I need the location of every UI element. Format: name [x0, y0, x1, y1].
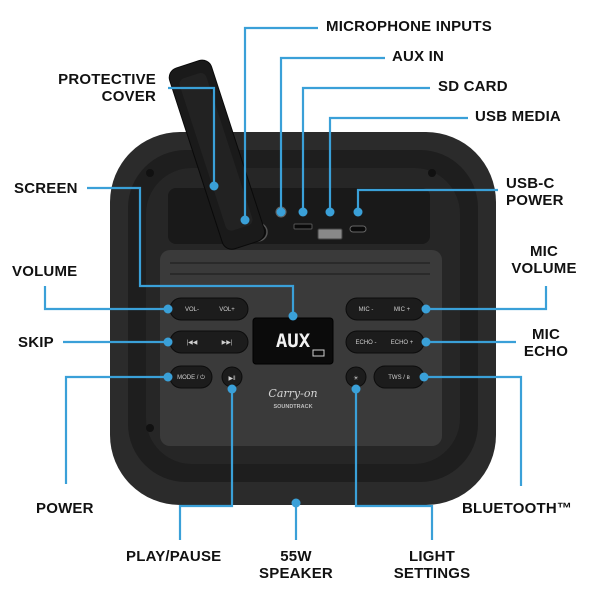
- label-usb-media: USB MEDIA: [475, 108, 561, 125]
- usbc-power-port: [349, 225, 367, 233]
- mic-up-button[interactable]: MIC +: [394, 307, 411, 313]
- callout-screen: [87, 186, 295, 316]
- echo-down-button[interactable]: ECHO -: [356, 340, 377, 346]
- label-mic-echo-line2: ECHO: [523, 343, 569, 360]
- label-speaker: 55W SPEAKER: [246, 548, 346, 582]
- screw: [146, 169, 154, 177]
- callout-aux-in: [279, 56, 385, 212]
- label-protective-cover-line2: COVER: [101, 88, 156, 105]
- label-usbc-power-line2: POWER: [506, 192, 564, 209]
- label-speaker-line1: 55W: [280, 548, 312, 565]
- battery-icon: [312, 349, 325, 357]
- volume-button-group: [169, 297, 249, 321]
- label-mic-volume: MIC VOLUME: [500, 243, 588, 277]
- sd-card-slot: [293, 223, 313, 230]
- callout-light-settings: [354, 389, 434, 540]
- label-light-settings-line1: LIGHT: [409, 548, 455, 565]
- echo-up-button[interactable]: ECHO +: [391, 340, 414, 346]
- callout-protective-cover: [168, 86, 216, 186]
- label-light-settings: LIGHT SETTINGS: [380, 548, 484, 582]
- label-mic-volume-line2: VOLUME: [511, 260, 577, 277]
- callout-lines: [43, 26, 548, 540]
- brand-logo-script: Carry-on: [268, 387, 317, 400]
- label-skip: SKIP: [18, 334, 54, 351]
- label-light-settings-line2: SETTINGS: [393, 565, 471, 582]
- callout-usbc-power: [356, 188, 498, 212]
- mode-power-button[interactable]: MODE / ⏻: [177, 374, 205, 381]
- label-mic-echo: MIC ECHO: [514, 326, 578, 360]
- vol-down-button[interactable]: VOL-: [185, 307, 199, 313]
- callout-mic-volume: [426, 286, 548, 311]
- label-mic-echo-line1: MIC: [531, 326, 561, 343]
- display-readout: AUX: [276, 330, 311, 352]
- skip-prev-button[interactable]: |◀◀: [187, 340, 198, 346]
- usb-media-port: [317, 228, 343, 240]
- light-settings-button[interactable]: ☀: [353, 375, 358, 382]
- label-speaker-line2: SPEAKER: [259, 565, 333, 582]
- label-volume: VOLUME: [12, 263, 78, 280]
- mic-down-button[interactable]: MIC -: [359, 307, 374, 313]
- brand-logo-sub: SOUNDTRACK: [273, 404, 312, 410]
- callout-usb-media: [328, 116, 468, 212]
- screw: [428, 169, 436, 177]
- label-protective-cover-line1: PROTECTIVE: [58, 71, 156, 88]
- play-pause-button[interactable]: ▶‖: [228, 376, 235, 382]
- label-mic-volume-line1: MIC: [529, 243, 559, 260]
- label-aux-in: AUX IN: [392, 48, 445, 65]
- screw: [146, 424, 154, 432]
- callout-bluetooth: [424, 375, 523, 486]
- protective-cover: [168, 59, 266, 250]
- label-protective-cover: PROTECTIVE COVER: [20, 71, 156, 105]
- callout-microphone-inputs: [243, 26, 318, 220]
- label-power: POWER: [36, 500, 94, 517]
- callout-play-pause: [178, 389, 234, 540]
- callout-sd-card: [301, 86, 430, 212]
- label-play-pause: PLAY/PAUSE: [126, 548, 222, 565]
- vol-up-button[interactable]: VOL+: [219, 307, 235, 313]
- skip-button-group: [169, 330, 249, 354]
- label-bluetooth: BLUETOOTH™: [462, 500, 573, 517]
- label-usbc-power: USB-C POWER: [506, 175, 564, 209]
- label-sd-card: SD CARD: [438, 78, 508, 95]
- skip-next-button[interactable]: ▶▶|: [222, 340, 233, 346]
- label-screen: SCREEN: [14, 180, 78, 197]
- callout-volume: [43, 286, 168, 311]
- label-usbc-power-line1: USB-C: [506, 175, 555, 192]
- tws-bluetooth-button[interactable]: TWS / в: [388, 375, 410, 381]
- label-microphone-inputs: MICROPHONE INPUTS: [326, 18, 492, 35]
- callout-power: [64, 375, 168, 484]
